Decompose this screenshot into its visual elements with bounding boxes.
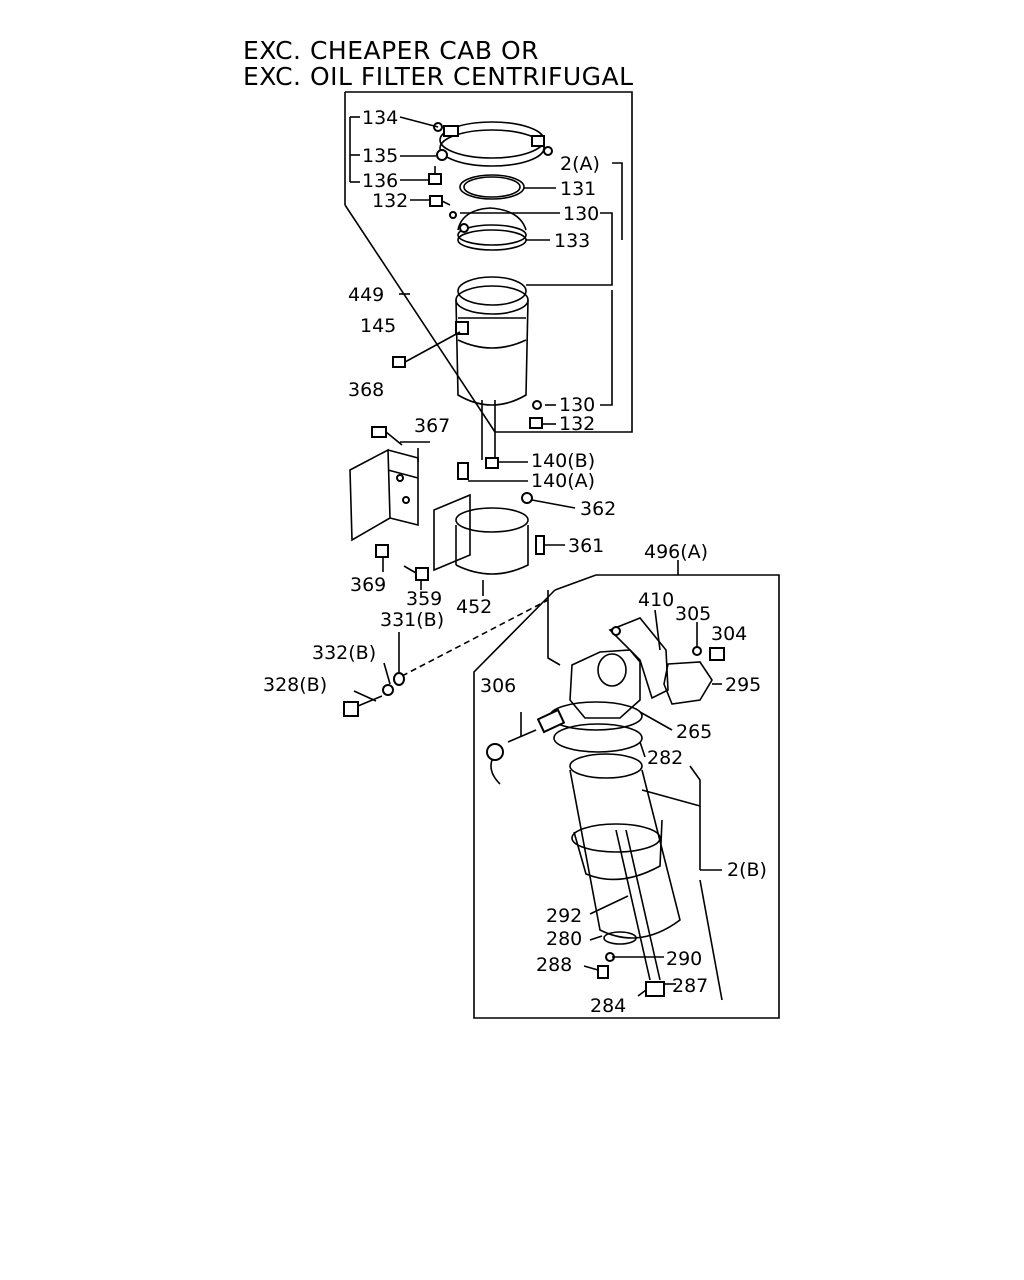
washer-135 xyxy=(436,149,448,161)
callout-133: 133 xyxy=(554,230,590,252)
callout-290: 290 xyxy=(666,948,702,970)
callout-295: 295 xyxy=(725,674,761,696)
bolt-304 xyxy=(709,647,725,661)
washer-332b xyxy=(382,684,394,696)
washer-331b xyxy=(393,672,405,686)
filter-bowl-449 xyxy=(455,276,529,406)
washer-305 xyxy=(692,646,702,656)
element-2b xyxy=(569,753,681,939)
callout-332b: 332(B) xyxy=(312,642,376,664)
bowl-280 xyxy=(603,931,637,945)
callout-368: 368 xyxy=(348,379,384,401)
diagram-title-line-2: EXC. OIL FILTER CENTRIFUGAL xyxy=(243,62,634,91)
callout-145: 145 xyxy=(360,315,396,337)
bolt-368 xyxy=(371,426,403,446)
nut-369 xyxy=(375,544,389,558)
callout-292: 292 xyxy=(546,905,582,927)
gasket-131 xyxy=(459,174,525,200)
cover-133 xyxy=(457,207,527,251)
drain-plug-145 xyxy=(392,331,461,368)
callout-136: 136 xyxy=(362,170,398,192)
callout-282: 282 xyxy=(647,747,683,769)
callout-284: 284 xyxy=(590,995,626,1017)
callout-288: 288 xyxy=(536,954,572,976)
callout-359: 359 xyxy=(406,588,442,610)
o-ring-130-lower xyxy=(532,400,542,410)
fittings-140 xyxy=(457,400,499,480)
nut-362 xyxy=(521,492,533,504)
callout-369: 369 xyxy=(350,574,386,596)
callout-304: 304 xyxy=(711,623,747,645)
callout-287: 287 xyxy=(672,975,708,997)
bolt-359 xyxy=(403,565,429,581)
sensor-306 xyxy=(486,708,566,785)
callout-367: 367 xyxy=(414,415,450,437)
bolt-136 xyxy=(428,166,442,185)
callout-140b: 140(B) xyxy=(531,450,595,472)
plug-132-lower xyxy=(529,417,543,429)
callout-134: 134 xyxy=(362,107,398,129)
plug-132-upper xyxy=(429,195,451,207)
callout-449: 449 xyxy=(348,284,384,306)
callout-280: 280 xyxy=(546,928,582,950)
callout-labels: 134 135 136 132 2(A) 131 130 133 449 145… xyxy=(263,107,767,1017)
callout-452: 452 xyxy=(456,596,492,618)
mount-bracket-410 xyxy=(608,617,669,700)
dashed-leader-331b xyxy=(401,599,549,677)
callout-410: 410 xyxy=(638,589,674,611)
bolt-361 xyxy=(535,535,545,555)
cover-plate-295 xyxy=(663,661,713,705)
filter-head-265 xyxy=(549,649,643,753)
callout-305: 305 xyxy=(675,603,711,625)
callout-328b: 328(B) xyxy=(263,674,327,696)
callout-130-upper: 130 xyxy=(563,203,599,225)
upper-assembly-bracket-lines xyxy=(344,91,633,433)
callout-132-lower: 132 xyxy=(559,413,595,435)
callout-131: 131 xyxy=(560,178,596,200)
leader-lines xyxy=(349,116,723,1001)
bolt-328b xyxy=(343,695,383,717)
callout-496a: 496(A) xyxy=(644,541,708,563)
callout-265: 265 xyxy=(676,721,712,743)
callout-132-upper: 132 xyxy=(372,190,408,212)
top-clamp-band xyxy=(433,121,553,167)
o-ring-130-upper xyxy=(449,211,457,219)
diagram-title-line-1: EXC. CHEAPER CAB OR xyxy=(243,36,539,65)
band-452 xyxy=(433,493,529,575)
lower-assembly-frame xyxy=(473,574,780,1019)
plug-288 xyxy=(597,965,609,979)
callout-306: 306 xyxy=(480,675,516,697)
callout-362: 362 xyxy=(580,498,616,520)
callout-2b: 2(B) xyxy=(727,859,767,881)
callout-361: 361 xyxy=(568,535,604,557)
callout-331b: 331(B) xyxy=(380,609,444,631)
callout-135: 135 xyxy=(362,145,398,167)
bracket-367 xyxy=(349,448,419,542)
center-bolt-292 xyxy=(615,829,665,997)
callout-140a: 140(A) xyxy=(531,470,595,492)
callout-130-lower: 130 xyxy=(559,394,595,416)
callout-2a: 2(A) xyxy=(560,153,600,175)
